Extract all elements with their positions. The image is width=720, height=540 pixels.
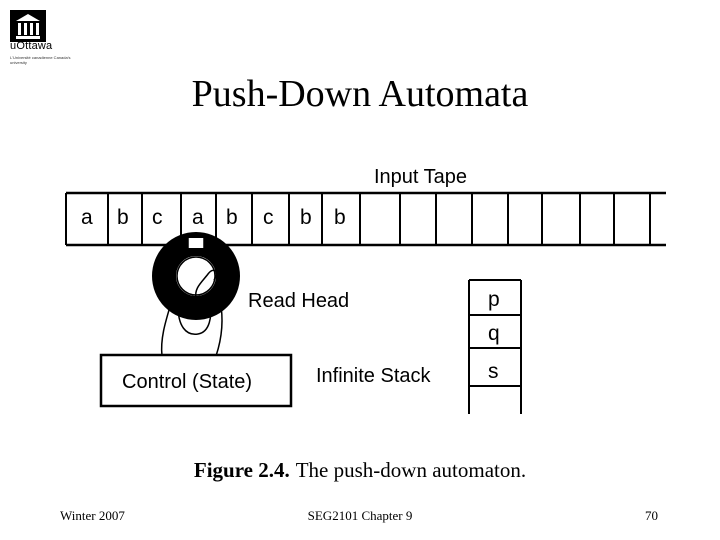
tape-symbol: a (81, 206, 93, 229)
control-box (99, 353, 293, 408)
read-head-label: Read Head (248, 290, 349, 312)
read-head (152, 232, 240, 357)
slide-title: Push-Down Automata (191, 73, 529, 115)
tape-symbol: c (152, 206, 163, 229)
figure-caption-text: The push-down automaton. (295, 458, 527, 482)
footer-course: SEG2101 Chapter 9 (307, 508, 413, 523)
footer-date: Winter 2007 (60, 508, 125, 523)
infinite-stack: pqs (468, 279, 522, 414)
logo-name: uOttawa (10, 40, 53, 52)
tape-symbol: b (334, 206, 346, 229)
stack-symbol: s (488, 360, 499, 383)
input-tape-label: Input Tape (374, 166, 467, 188)
university-crest-icon (10, 10, 46, 42)
tape-symbol: b (226, 206, 238, 229)
tape-cell-dividers (107, 193, 651, 245)
university-logo (8, 8, 68, 72)
figure-number: Figure 2.4. (193, 458, 290, 482)
logo-subtitle: L'Université canadienne Canada's univers… (10, 55, 71, 65)
stack-symbols: pqs (488, 288, 500, 383)
tape-symbol: b (117, 206, 129, 229)
stack-symbol: q (488, 322, 500, 345)
figure-caption: Figure 2.4.The push-down automaton. (0, 458, 720, 483)
tape-symbol: b (300, 206, 312, 229)
footer-page-number: 70 (645, 508, 658, 523)
tape-symbol: a (192, 206, 204, 229)
tape-symbol: c (263, 206, 274, 229)
control-label: Control (State) (122, 371, 252, 393)
stack-label: Infinite Stack (316, 365, 432, 387)
stack-symbol: p (488, 288, 500, 311)
